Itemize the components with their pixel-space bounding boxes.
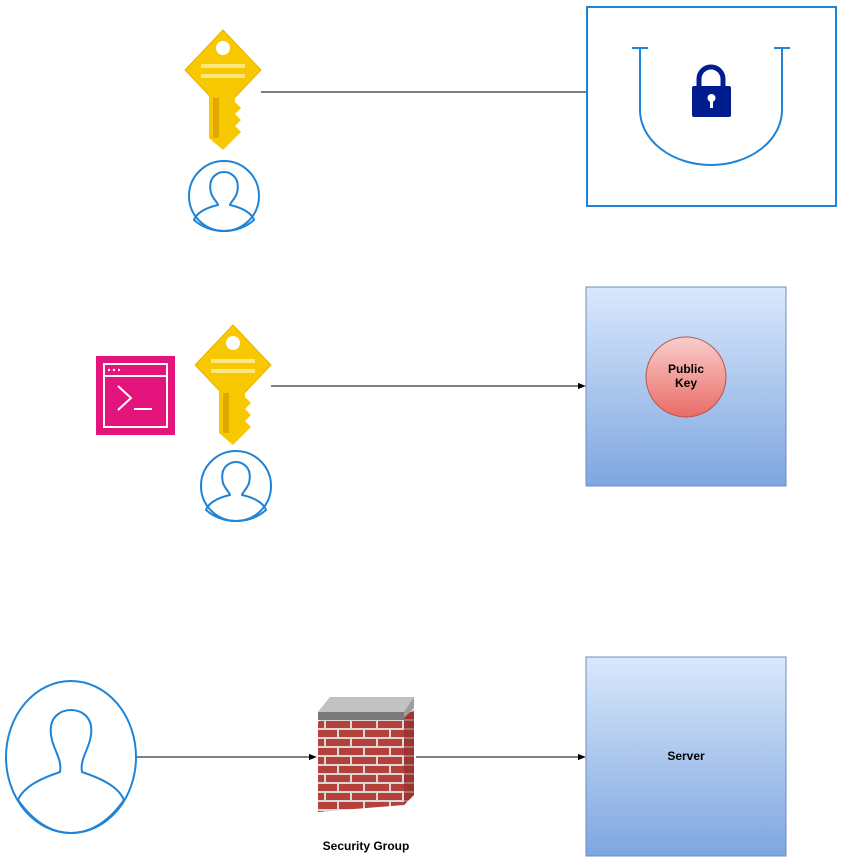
user-icon	[5, 680, 137, 835]
public-key-label: Public Key	[667, 362, 704, 390]
key-icon	[194, 324, 272, 445]
firewall-icon	[318, 697, 414, 812]
key-icon	[184, 29, 262, 150]
user-icon	[200, 450, 272, 523]
server-box	[585, 656, 787, 857]
security-group-label: Security Group	[322, 839, 410, 853]
vault-box	[586, 6, 837, 207]
server-label: Server	[667, 749, 705, 763]
public-key-circle	[645, 336, 727, 418]
padlock-icon	[692, 64, 731, 117]
terminal-icon	[96, 356, 175, 435]
shield-icon	[632, 47, 790, 166]
user-icon	[188, 160, 260, 233]
